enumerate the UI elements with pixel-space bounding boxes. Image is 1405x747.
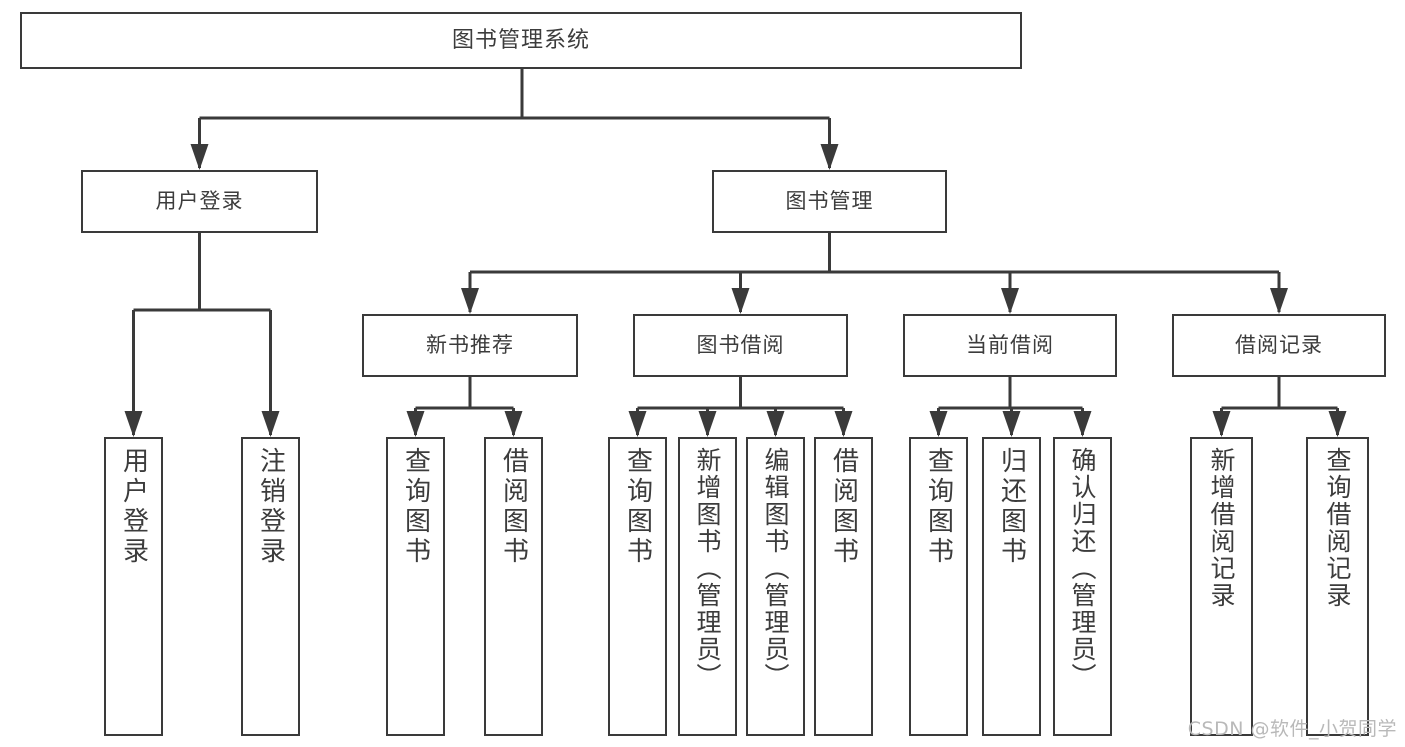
arrow-head-icon <box>261 411 280 437</box>
arrow-head-icon <box>929 411 948 437</box>
arrow-head-icon <box>406 411 425 437</box>
node-leaf-user-login[interactable]: 用户登录 <box>104 437 163 736</box>
arrow-head-icon <box>124 411 143 437</box>
node-label: 查询图书 <box>622 447 653 567</box>
node-label: 新增图书（管理员） <box>693 447 722 690</box>
node-label: 注销登录 <box>255 447 286 567</box>
node-leaf-user-logout[interactable]: 注销登录 <box>241 437 300 736</box>
node-leaf-add-book-admin[interactable]: 新增图书（管理员） <box>678 437 737 736</box>
node-label: 新书推荐 <box>426 333 514 358</box>
node-user-login[interactable]: 用户登录 <box>81 170 318 233</box>
node-borrow-record[interactable]: 借阅记录 <box>1172 314 1386 377</box>
arrow-head-icon <box>190 144 209 170</box>
arrow-head-icon <box>1001 288 1019 314</box>
arrow-head-icon <box>461 288 479 314</box>
node-label: 当前借阅 <box>966 333 1054 358</box>
node-label: 新增借阅记录 <box>1207 447 1236 609</box>
node-label: 确认归还（管理员） <box>1068 447 1097 690</box>
node-label: 借阅图书 <box>498 447 529 567</box>
node-leaf-query-book-3[interactable]: 查询图书 <box>909 437 968 736</box>
node-label: 归还图书 <box>996 447 1027 567</box>
arrow-head-icon <box>1073 411 1092 437</box>
arrow-head-icon <box>766 411 785 437</box>
node-label: 查询图书 <box>923 447 954 567</box>
node-book-borrow[interactable]: 图书借阅 <box>633 314 848 377</box>
arrow-head-icon <box>820 144 839 170</box>
arrow-head-icon <box>1328 411 1347 437</box>
node-book-manage[interactable]: 图书管理 <box>712 170 947 233</box>
node-leaf-query-borrow-record[interactable]: 查询借阅记录 <box>1306 437 1369 736</box>
node-label: 借阅图书 <box>828 447 859 567</box>
arrow-head-icon <box>834 411 853 437</box>
node-leaf-confirm-return-admin[interactable]: 确认归还（管理员） <box>1053 437 1112 736</box>
arrow-head-icon <box>504 411 523 437</box>
arrow-head-icon <box>628 411 647 437</box>
arrow-head-icon <box>731 288 750 314</box>
node-leaf-edit-book-admin[interactable]: 编辑图书（管理员） <box>746 437 805 736</box>
arrow-head-icon <box>1270 288 1288 314</box>
node-label: 查询借阅记录 <box>1323 447 1352 609</box>
node-current-borrow[interactable]: 当前借阅 <box>903 314 1117 377</box>
arrow-head-icon <box>698 411 717 437</box>
node-label: 查询图书 <box>400 447 431 567</box>
node-label: 编辑图书（管理员） <box>761 447 790 690</box>
node-leaf-borrow-book-2[interactable]: 借阅图书 <box>814 437 873 736</box>
arrow-head-icon <box>1002 411 1021 437</box>
node-leaf-borrow-book-1[interactable]: 借阅图书 <box>484 437 543 736</box>
node-label: 用户登录 <box>155 189 244 214</box>
node-leaf-return-book[interactable]: 归还图书 <box>982 437 1041 736</box>
node-label: 借阅记录 <box>1235 333 1323 358</box>
node-label: 图书管理 <box>785 189 874 214</box>
node-label: 图书管理系统 <box>451 27 590 53</box>
node-leaf-add-borrow-record[interactable]: 新增借阅记录 <box>1190 437 1253 736</box>
arrow-head-icon <box>1212 411 1231 437</box>
node-label: 用户登录 <box>118 447 149 567</box>
node-new-book-rec[interactable]: 新书推荐 <box>362 314 578 377</box>
node-leaf-query-book-2[interactable]: 查询图书 <box>608 437 667 736</box>
node-label: 图书借阅 <box>696 333 785 358</box>
node-leaf-query-book-1[interactable]: 查询图书 <box>386 437 445 736</box>
node-root[interactable]: 图书管理系统 <box>20 12 1022 69</box>
